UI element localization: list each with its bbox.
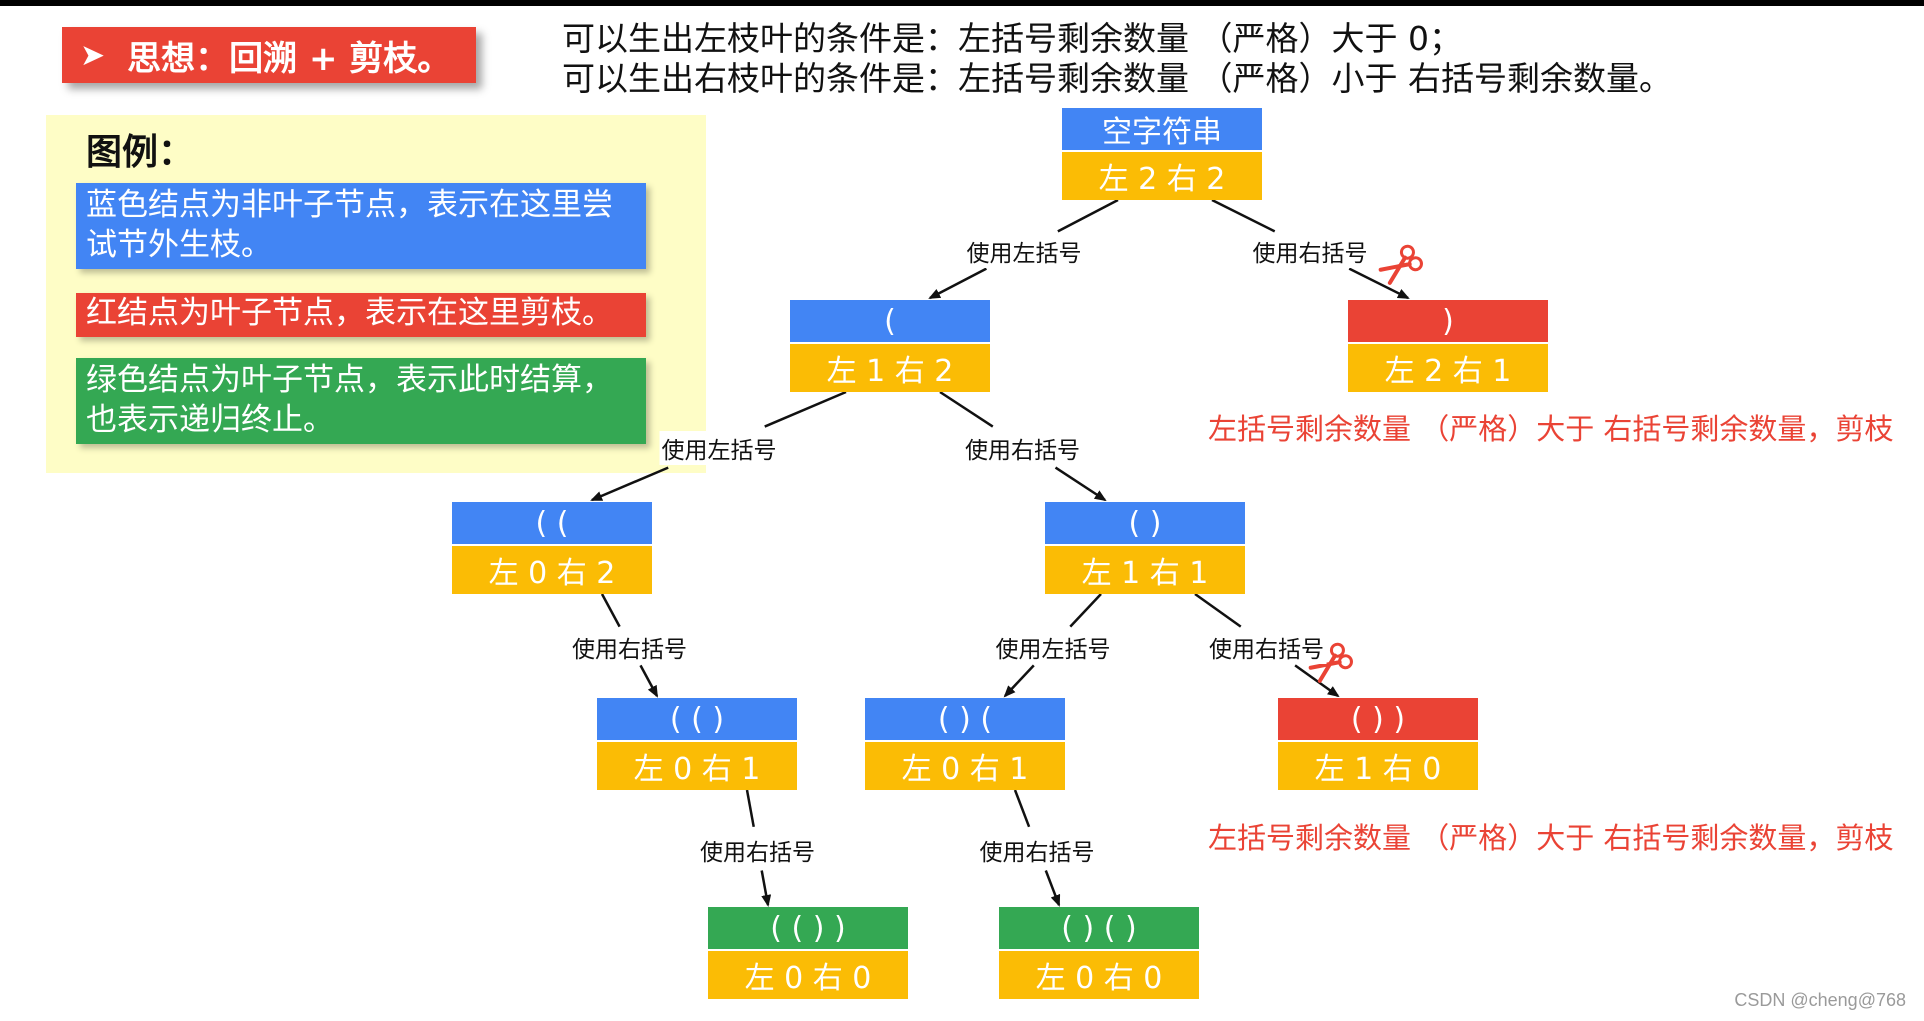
edge-label-l-ll: 使用左括号 [659,431,779,465]
tree-node-lrlr-counts: 左 0 右 0 [999,951,1199,999]
tree-node-r-counts: 左 2 右 1 [1348,344,1548,392]
tree-node-l-counts: 左 1 右 2 [790,344,990,392]
tree-node-llr-string: ( ( ) [597,698,797,742]
tree-edge-l-ll-arrow [590,466,669,502]
tree-node-lrr-counts: 左 1 右 0 [1278,742,1478,790]
tree-node-lr-string: ( ) [1045,502,1245,546]
tree-edge-root-l-upper [1057,198,1119,233]
scissors-icon [1308,642,1353,683]
tree-edge-root-r-arrow [1348,267,1410,300]
tree-edge-lr-lrl-upper [1069,593,1102,628]
prune-note-root-right: 左括号剩余数量 （严格）大于 右括号剩余数量，剪枝 [1208,412,1894,446]
prune-note-lr-right: 左括号剩余数量 （严格）大于 右括号剩余数量，剪枝 [1208,821,1894,855]
arrow-bullet-icon: ➤ [80,37,106,73]
tree-edge-root-r-upper [1211,198,1276,233]
tree-edge-lrl-lrlr-arrow [1044,870,1061,907]
tree-edge-ll-llr-arrow [639,664,659,698]
tree-node-llrr-counts: 左 0 右 0 [708,951,908,999]
tree-edge-lrl-lrlr-upper [1013,789,1031,828]
tree-edge-l-ll-upper [764,390,847,428]
legend-item-red: 红结点为叶子节点，表示在这里剪枝。 [76,293,646,337]
tree-node-root-string: 空字符串 [1062,108,1262,152]
edge-label-lrl-lrlr: 使用右括号 [977,832,1097,867]
title-banner: ➤ 思想：回溯 + 剪枝。 [62,27,476,83]
tree-edge-llr-llrr-arrow [760,870,772,907]
legend-title: 图例： [86,132,195,173]
tree-node-l-string: ( [790,300,990,344]
edge-label-l-lr: 使用右括号 [963,431,1082,465]
edge-label-lr-lrl: 使用左括号 [993,630,1113,664]
title-text: 思想：回溯 + 剪枝。 [127,38,452,79]
tree-edge-root-l-arrow [928,267,987,300]
scissors-icon [1378,244,1423,285]
tree-edge-llr-llrr-upper [745,789,755,828]
tree-node-lrl-string: ( ) ( [865,698,1065,742]
edge-label-root-r: 使用右括号 [1250,234,1370,268]
header-line-left-condition: 可以生出左枝叶的条件是：左括号剩余数量 （严格）大于 0； [562,19,1462,58]
tree-node-lrr-string: ( ) ) [1278,698,1478,742]
top-border [0,0,1924,6]
edge-label-llr-llrr: 使用右括号 [698,832,817,867]
edge-label-root-l: 使用左括号 [964,234,1084,268]
tree-node-llr-counts: 左 0 右 1 [597,742,797,790]
edge-label-ll-llr: 使用右括号 [570,630,689,664]
tree-node-lrl-counts: 左 0 右 1 [865,742,1065,790]
watermark: CSDN @cheng@768 [1734,990,1906,1010]
tree-node-llrr-string: ( ( ) ) [708,907,908,951]
tree-node-lr-counts: 左 1 右 1 [1045,546,1245,594]
tree-edge-ll-llr-upper [600,593,621,628]
header-line-right-condition: 可以生出右枝叶的条件是：左括号剩余数量 （严格）小于 右括号剩余数量。 [562,59,1672,98]
tree-edge-lr-lrr-upper [1194,592,1242,628]
tree-node-ll-counts: 左 0 右 2 [452,546,652,594]
tree-edge-lr-lrl-arrow [1003,664,1035,698]
legend-item-green: 绿色结点为叶子节点，表示此时结算，也表示递归终止。 [76,358,646,444]
tree-edge-lr-lrr-arrow [1294,664,1340,698]
edge-label-lr-lrr: 使用右括号 [1207,630,1326,664]
legend-panel: 图例： 蓝色结点为非叶子节点，表示在这里尝试节外生枝。 红结点为叶子节点，表示在… [46,115,706,473]
tree-edge-l-lr-arrow [1054,466,1107,502]
tree-node-root-counts: 左 2 右 2 [1062,152,1262,200]
tree-edge-l-lr-upper [939,390,994,428]
tree-node-ll-string: ( ( [452,502,652,546]
tree-node-lrlr-string: ( ) ( ) [999,907,1199,951]
legend-item-blue: 蓝色结点为非叶子节点，表示在这里尝试节外生枝。 [76,183,646,269]
tree-node-r-string: ) [1348,300,1548,344]
